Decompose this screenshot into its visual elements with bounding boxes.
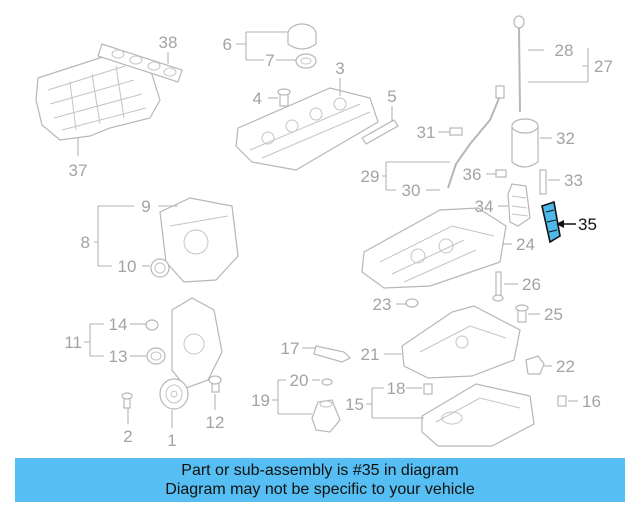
banner-line-1: Part or sub-assembly is #35 in diagram xyxy=(181,462,459,479)
parts-diagram: 1 2 3 4 5 6 7 8 9 10 11 12 13 14 15 16 1… xyxy=(35,15,613,450)
callout-34: 34 xyxy=(475,197,494,216)
callout-23: 23 xyxy=(373,295,392,314)
lower-cover-drawing xyxy=(171,297,223,389)
sensor-18-drawing xyxy=(423,383,433,395)
callout-2: 2 xyxy=(123,427,132,446)
callout-21: 21 xyxy=(361,345,380,364)
oring-20-drawing xyxy=(321,378,333,386)
callout-13: 13 xyxy=(109,347,128,366)
callout-36: 36 xyxy=(463,165,482,184)
callout-12: 12 xyxy=(206,413,225,432)
callout-19: 19 xyxy=(251,391,270,410)
callout-labels: 1 2 3 4 5 6 7 8 9 10 11 12 13 14 15 16 1… xyxy=(64,33,613,450)
dipstick-drawing xyxy=(513,15,525,113)
callout-35: 35 xyxy=(578,215,597,234)
seal-13-drawing xyxy=(146,347,166,365)
bracket-5-drawing xyxy=(361,119,399,145)
callout-38: 38 xyxy=(159,33,178,52)
intake-manifold-drawing xyxy=(35,51,161,141)
timing-cover-drawing xyxy=(159,197,239,283)
cap-seal-drawing xyxy=(295,53,317,69)
callout-30: 30 xyxy=(402,181,421,200)
callout-15: 15 xyxy=(345,395,364,414)
pump-19-drawing xyxy=(311,399,341,433)
info-banner: Part or sub-assembly is #35 in diagram D… xyxy=(15,458,625,502)
callout-29: 29 xyxy=(361,167,380,186)
callout-11: 11 xyxy=(64,333,82,352)
callout-32: 32 xyxy=(556,129,575,148)
callout-10: 10 xyxy=(118,257,137,276)
seal-14-drawing xyxy=(145,319,159,331)
callout-18: 18 xyxy=(387,379,406,398)
bolt-4-drawing xyxy=(277,88,291,107)
oil-cap-drawing xyxy=(287,23,317,50)
callout-20: 20 xyxy=(290,371,309,390)
callout-17: 17 xyxy=(281,339,300,358)
callout-26: 26 xyxy=(522,275,541,294)
bolt-26-drawing xyxy=(492,271,504,302)
pulley-drawing xyxy=(159,378,189,410)
callout-37: 37 xyxy=(69,161,88,180)
tube-33-drawing xyxy=(539,169,547,195)
callout-9: 9 xyxy=(141,197,150,216)
oil-pan-drawing xyxy=(421,383,535,447)
callout-8: 8 xyxy=(81,233,90,252)
callout-14: 14 xyxy=(109,315,128,334)
bolt-12-drawing xyxy=(208,375,222,393)
oil-pan-upper-drawing xyxy=(401,305,521,379)
callout-22: 22 xyxy=(556,357,575,376)
oil-cooler-drawing xyxy=(507,183,531,227)
callout-33: 33 xyxy=(564,171,583,190)
callout-16: 16 xyxy=(582,392,601,411)
oil-filter-drawing xyxy=(511,118,539,168)
callout-7: 7 xyxy=(265,51,274,70)
callout-27: 27 xyxy=(594,57,613,76)
bolt-25-drawing xyxy=(515,304,529,323)
oring-23-drawing xyxy=(405,298,419,308)
cap-22-drawing xyxy=(525,355,545,375)
callout-4: 4 xyxy=(253,89,262,108)
callout-31: 31 xyxy=(417,123,436,142)
plug-16-drawing xyxy=(557,395,567,407)
leader-lines xyxy=(77,31,589,428)
callout-25: 25 xyxy=(544,305,563,324)
banner-line-2: Diagram may not be specific to your vehi… xyxy=(165,481,475,498)
callout-5: 5 xyxy=(387,87,396,106)
valve-cover-drawing xyxy=(235,87,379,171)
intake-gasket-drawing xyxy=(97,43,183,83)
bolt-2-drawing xyxy=(121,392,133,409)
callout-6: 6 xyxy=(223,35,232,54)
callout-28: 28 xyxy=(555,41,574,60)
bolt-31-drawing xyxy=(449,127,463,136)
callout-1: 1 xyxy=(167,431,176,450)
callout-3: 3 xyxy=(335,59,344,78)
callout-24: 24 xyxy=(516,235,535,254)
crankcase-drawing xyxy=(361,207,507,289)
seal-10-drawing xyxy=(150,258,170,278)
bracket-17-drawing xyxy=(313,345,352,363)
bolt-36-drawing xyxy=(495,169,507,178)
highlighted-part-35-drawing xyxy=(541,200,561,244)
dipstick-tube-drawing xyxy=(447,85,505,189)
